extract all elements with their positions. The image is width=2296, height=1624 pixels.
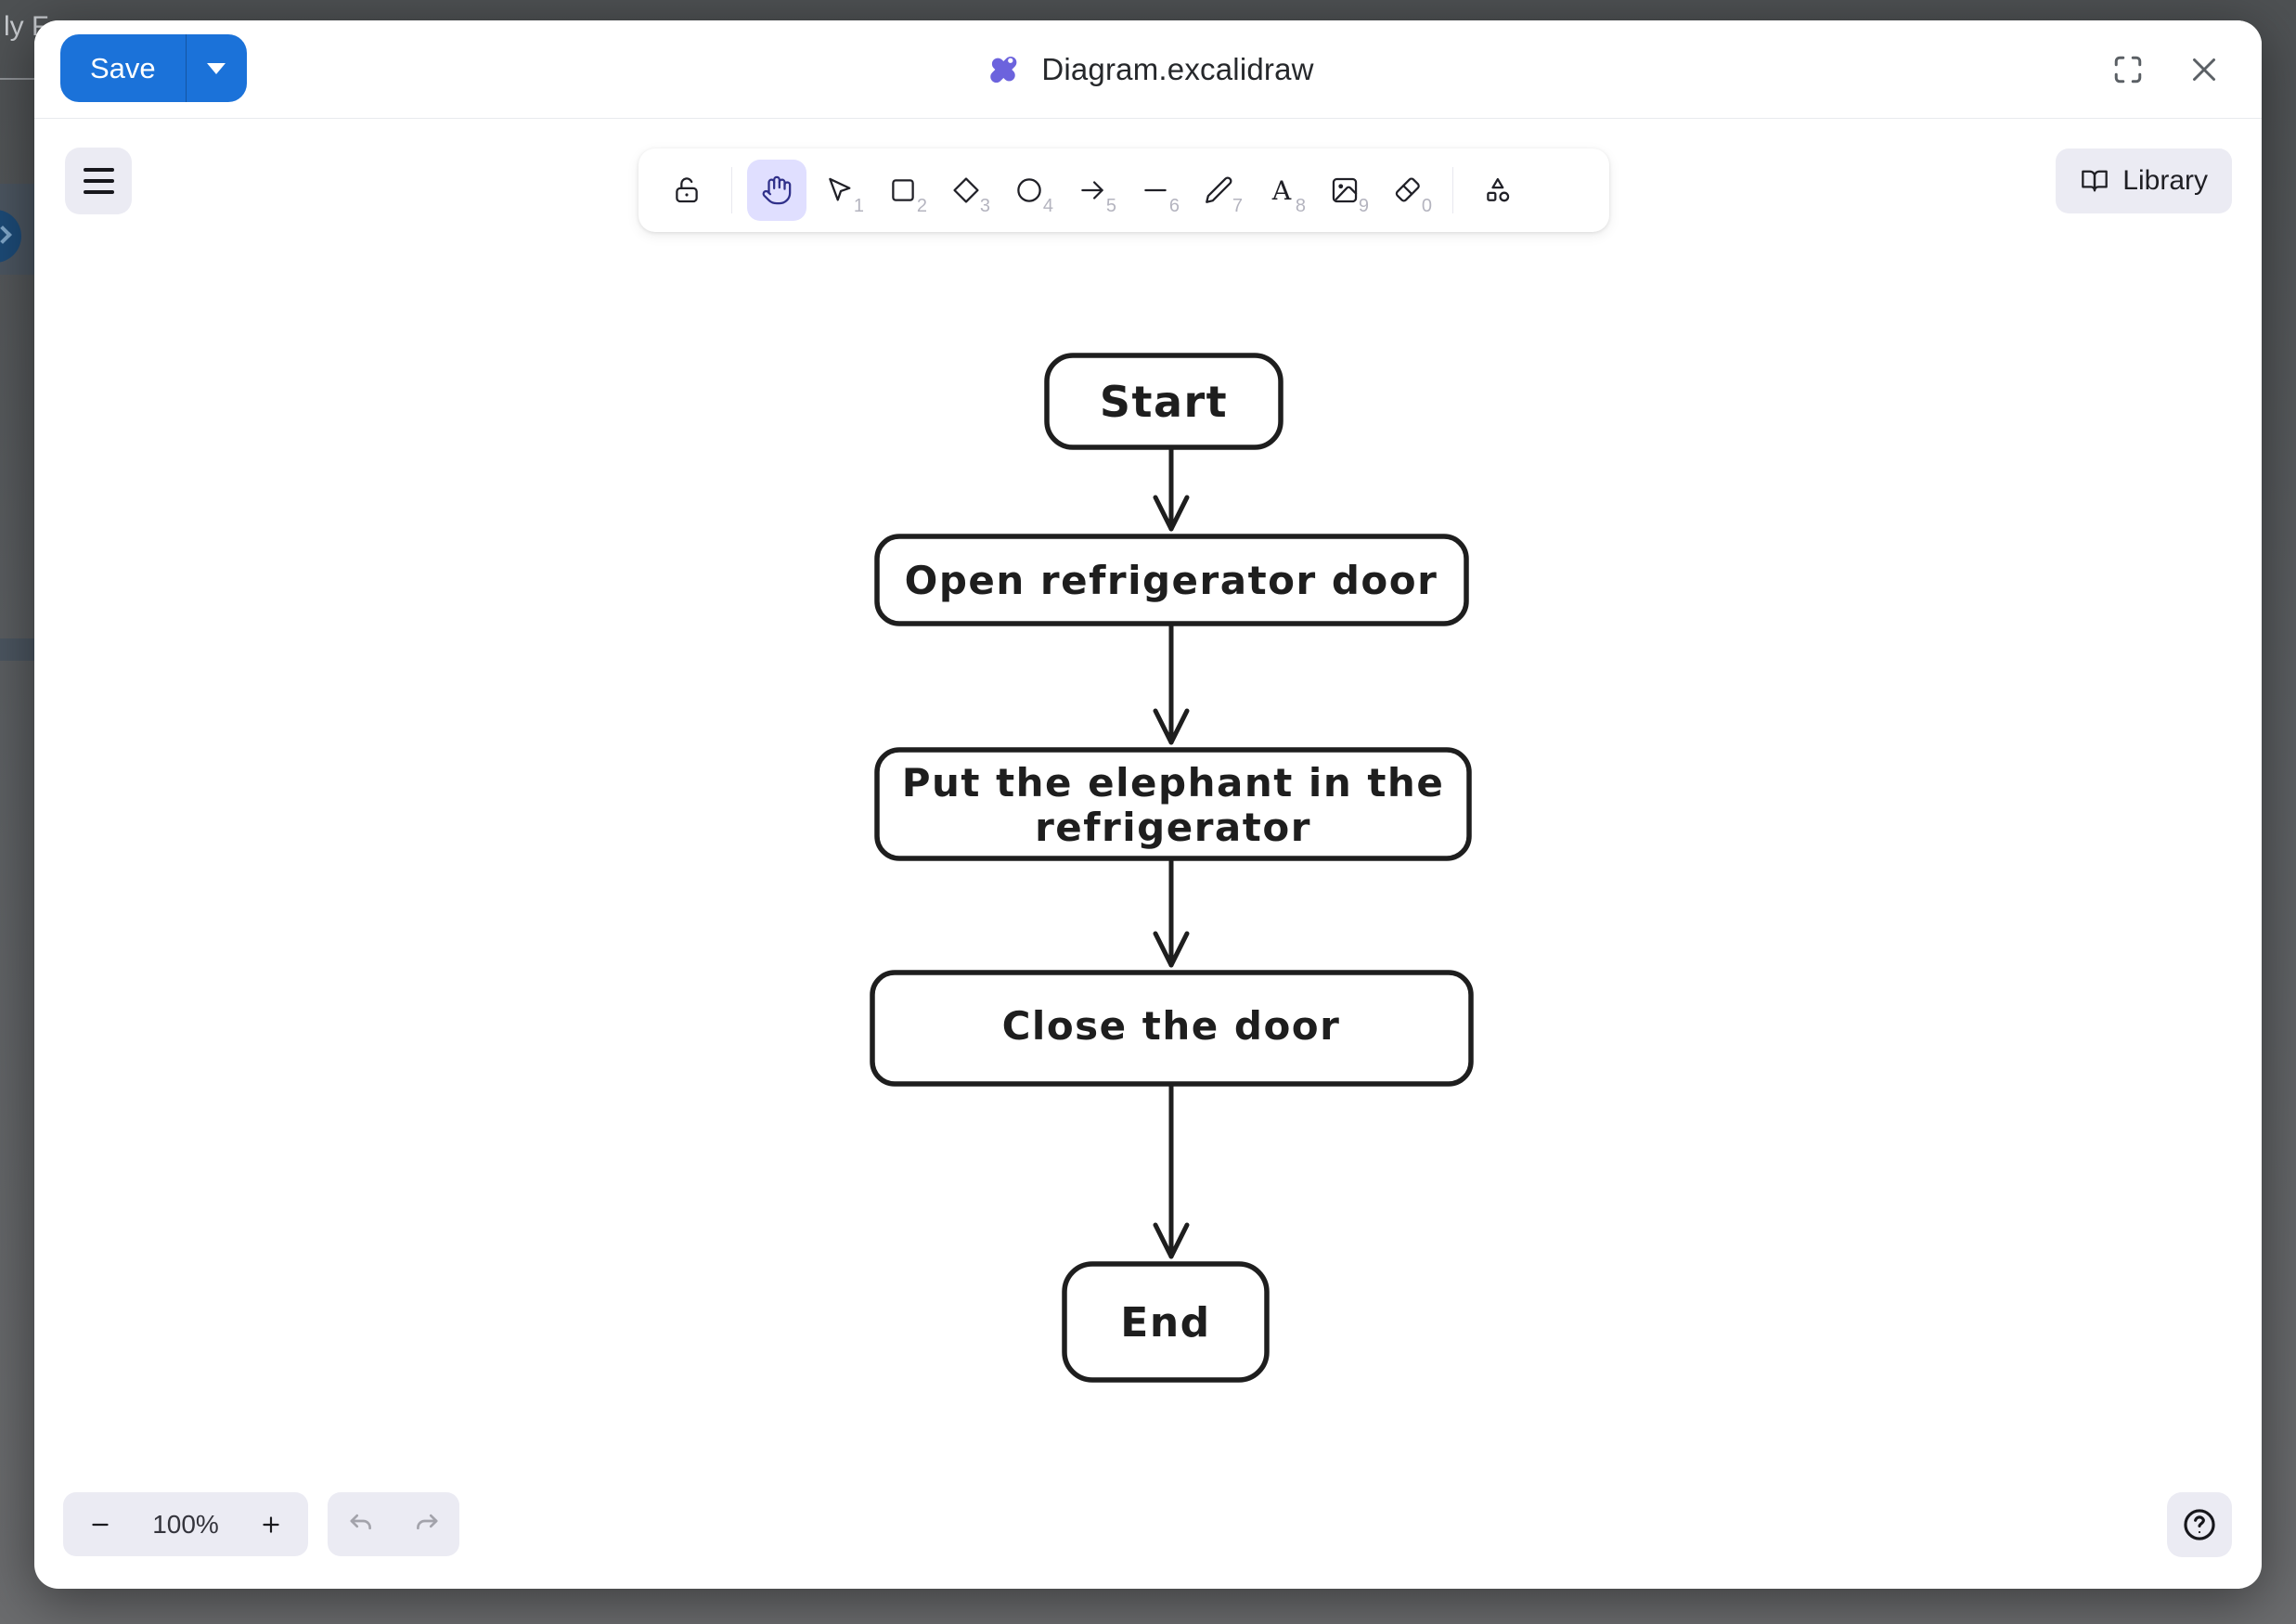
rectangle-icon [892, 179, 914, 201]
document-title: Diagram.excalidraw [1041, 52, 1314, 86]
close-icon [2193, 58, 2215, 81]
save-split-button: Save [60, 34, 247, 102]
library-button-label: Library [2122, 165, 2208, 196]
redo-button[interactable] [393, 1492, 459, 1556]
hand-tool-button[interactable] [747, 160, 806, 221]
eraser-tool-button[interactable]: 0 [1378, 160, 1438, 221]
diamond-tool-button[interactable]: 3 [936, 160, 996, 221]
backdrop-band [0, 638, 34, 661]
arrow-icon [1081, 181, 1103, 200]
node-open-door[interactable] [874, 534, 1469, 626]
zoom-control: 100% [63, 1492, 308, 1556]
node-start-label: Start [1100, 377, 1228, 427]
more-shapes-button[interactable] [1468, 160, 1528, 221]
tool-shortcut: 7 [1232, 196, 1243, 216]
text-icon: A [1271, 175, 1292, 206]
help-button[interactable] [2167, 1492, 2232, 1557]
zoom-out-button[interactable] [63, 1492, 137, 1556]
tool-shortcut: 4 [1042, 196, 1053, 216]
zoom-level-value[interactable]: 100% [152, 1509, 219, 1539]
svg-text:A: A [1271, 175, 1292, 206]
eraser-icon [1395, 177, 1420, 202]
arrowhead [1153, 495, 1190, 532]
minus-icon [92, 1523, 109, 1526]
main-menu-button[interactable] [65, 148, 132, 214]
redo-icon [416, 1514, 437, 1529]
close-button[interactable] [2180, 45, 2228, 94]
rectangle-tool-button[interactable]: 2 [873, 160, 933, 221]
shapes-icon [1487, 177, 1510, 202]
flow-nodes[interactable]: Start Open refrigerator door Put the ele… [870, 353, 1474, 1383]
node-open-door-label: Open refrigerator door [905, 558, 1438, 603]
backdrop-divider [0, 78, 34, 80]
undo-icon [350, 1514, 371, 1529]
diamond-icon [953, 177, 979, 203]
line-icon [1144, 188, 1167, 192]
undo-button[interactable] [328, 1492, 393, 1556]
node-close-door[interactable] [870, 970, 1474, 1087]
draw-tool-button[interactable]: 7 [1189, 160, 1248, 221]
library-button[interactable]: Library [2056, 148, 2232, 213]
ellipse-icon [1017, 178, 1041, 202]
tool-shortcut: 8 [1295, 196, 1306, 216]
question-mark-icon [2184, 1509, 2215, 1540]
drawing-canvas[interactable]: Start Open refrigerator door Put the ele… [34, 120, 2262, 1589]
save-button-label: Save [90, 51, 156, 84]
tool-shortcut: 5 [1105, 196, 1116, 216]
arrow-tool-button[interactable]: 5 [1063, 160, 1122, 221]
tool-shortcut: 9 [1358, 196, 1369, 216]
node-start[interactable] [1044, 353, 1283, 450]
tool-shortcut: 6 [1168, 196, 1180, 216]
hamburger-icon [83, 168, 114, 194]
excalidraw-logo-icon [990, 56, 1017, 84]
node-close-door-label: Close the door [1002, 1003, 1341, 1049]
lock-tool-button[interactable] [657, 160, 716, 221]
arrowhead [1153, 931, 1190, 968]
save-button[interactable]: Save [60, 34, 186, 102]
backdrop-blue-button [0, 210, 21, 263]
pencil-icon [1206, 176, 1232, 203]
image-tool-button[interactable]: 9 [1315, 160, 1374, 221]
history-control [328, 1492, 459, 1556]
node-put-elephant-line2: refrigerator [1035, 805, 1311, 850]
plus-icon [263, 1515, 279, 1533]
ellipse-tool-button[interactable]: 4 [1000, 160, 1059, 221]
fullscreen-icon [2114, 56, 2142, 84]
header-actions [2104, 20, 2228, 119]
toolbar-divider [1452, 167, 1453, 213]
node-put-elephant[interactable] [874, 747, 1472, 861]
excalidraw-modal: Save Diagram.excalidraw [34, 20, 2262, 1589]
save-dropdown-button[interactable] [185, 34, 247, 102]
tool-toolbar: 1 2 3 4 5 [638, 148, 1609, 232]
image-icon [1332, 177, 1358, 203]
arrowhead [1153, 1222, 1190, 1259]
text-tool-button[interactable]: A 8 [1252, 160, 1311, 221]
toolbar-divider [731, 167, 732, 213]
modal-header: Save Diagram.excalidraw [34, 20, 2262, 119]
document-title-group: Diagram.excalidraw [982, 20, 1313, 119]
cursor-icon [829, 177, 851, 201]
selection-tool-button[interactable]: 1 [810, 160, 870, 221]
node-end-label: End [1120, 1299, 1210, 1347]
tool-shortcut: 1 [853, 196, 864, 216]
node-put-elephant-line1: Put the elephant in the [902, 760, 1445, 806]
tool-shortcut: 0 [1421, 196, 1432, 216]
tool-shortcut: 2 [916, 196, 927, 216]
unlocked-padlock-icon [676, 177, 698, 203]
caret-down-icon [207, 62, 226, 74]
line-tool-button[interactable]: 6 [1126, 160, 1185, 221]
fullscreen-button[interactable] [2104, 45, 2152, 94]
tool-shortcut: 3 [979, 196, 990, 216]
zoom-in-button[interactable] [234, 1492, 308, 1556]
arrowhead [1153, 708, 1190, 745]
flow-arrows[interactable] [1153, 446, 1190, 1259]
node-end[interactable] [1062, 1261, 1270, 1383]
hand-icon [762, 175, 792, 205]
book-icon [2082, 170, 2109, 192]
